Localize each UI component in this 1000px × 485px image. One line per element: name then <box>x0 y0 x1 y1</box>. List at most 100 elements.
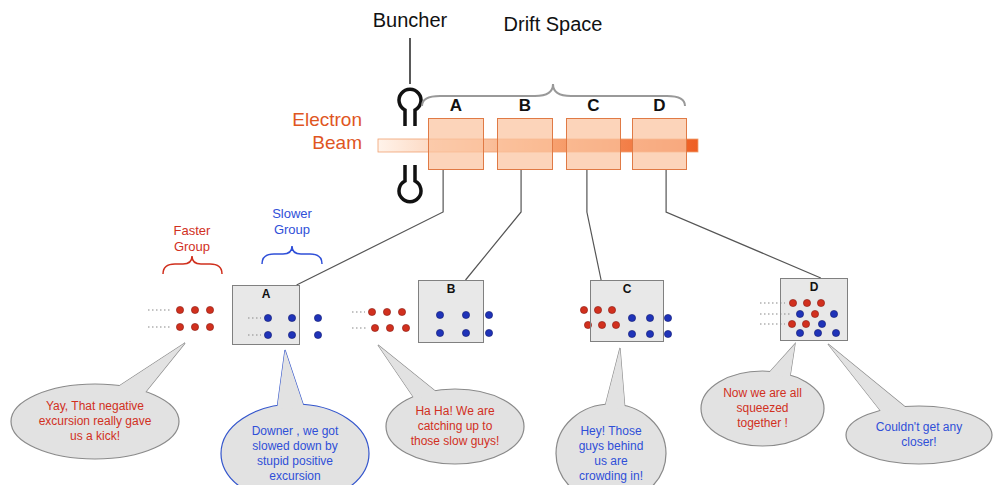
bubble-text: Downer , we got slowed down by stupid po… <box>243 424 348 484</box>
electron-dot <box>580 306 587 313</box>
box-fill <box>590 280 664 342</box>
electron-dot <box>206 306 213 313</box>
electron-dot <box>288 314 295 321</box>
electron-dots <box>148 299 840 338</box>
electron-dot <box>264 314 271 321</box>
electron-dot <box>796 329 803 336</box>
bubble-tail-fill <box>828 344 907 412</box>
bubble-ellipse <box>556 404 666 485</box>
bubble-ellipse <box>386 389 524 464</box>
bubble-ellipse <box>11 384 179 459</box>
cavity-letter: A <box>428 96 484 118</box>
electron-dot <box>818 320 825 327</box>
electron-dot <box>386 324 393 331</box>
trail-line <box>148 326 172 327</box>
electron-dot <box>628 330 635 337</box>
electron-dot <box>191 306 198 313</box>
bubble-text: Yay, That negative excursion really gave… <box>36 399 155 444</box>
bubble-text: Hey! Those guys behind us are crowding i… <box>572 424 650 484</box>
snapshot-letter: A <box>233 286 299 301</box>
trail-line <box>760 313 792 314</box>
electron-dot <box>264 331 271 338</box>
electron-dot <box>832 329 839 336</box>
electron-dot <box>830 310 837 317</box>
snapshot-box: D <box>780 278 848 341</box>
bubble-tail-fill <box>605 348 625 409</box>
electron-dot <box>817 299 824 306</box>
drift-cavity: A <box>428 96 484 170</box>
electron-dot <box>646 330 653 337</box>
cavity-letter: D <box>632 96 687 118</box>
electron-dot <box>398 308 405 315</box>
cavity-box <box>497 118 553 170</box>
electron-dot <box>485 311 492 318</box>
cavity-letter: C <box>566 96 621 118</box>
electron-dot <box>383 308 390 315</box>
speech-bubble: Yay, That negative excursion really gave… <box>10 383 180 460</box>
bubble-tail <box>768 344 795 378</box>
snapshot-letter: D <box>781 279 847 294</box>
electron-dot <box>206 323 213 330</box>
electron-dot <box>371 324 378 331</box>
speech-bubble: Downer , we got slowed down by stupid po… <box>220 403 370 485</box>
leader-connector <box>587 170 601 280</box>
bubble-tail-fill <box>378 345 438 399</box>
snapshot-box: C <box>590 280 664 342</box>
electron-dot <box>789 299 796 306</box>
cavity-box <box>632 118 687 170</box>
bubble-tail <box>605 348 625 409</box>
electron-dot <box>176 306 183 313</box>
beam-label: Electron Beam <box>270 108 362 154</box>
electron-dot <box>594 306 601 313</box>
electron-dot <box>462 329 469 336</box>
snapshot-letter: B <box>419 281 483 296</box>
leader-connector <box>466 170 522 280</box>
group-label: Slower Group <box>258 206 326 238</box>
leader-line <box>409 38 410 84</box>
electron-dot <box>485 329 492 336</box>
electron-dot <box>664 314 671 321</box>
trail-line <box>248 334 261 335</box>
electron-dot <box>176 323 183 330</box>
leader-connector <box>297 170 444 285</box>
electron-dot <box>803 299 810 306</box>
electron-dot <box>462 311 469 318</box>
bubble-tail-fill <box>768 344 795 378</box>
cavity-box <box>566 118 621 170</box>
trail-line <box>352 327 367 328</box>
snapshot-box: A <box>232 285 300 345</box>
electron-dot <box>608 306 615 313</box>
region-label: Drift Space <box>483 12 623 36</box>
electron-dot <box>612 321 619 328</box>
bubble-text: Now we are all squeezed together ! <box>719 386 807 431</box>
speech-bubble: Hey! Those guys behind us are crowding i… <box>555 403 667 485</box>
box-fills <box>232 278 848 345</box>
electron-dot <box>598 321 605 328</box>
electron-dot <box>436 311 443 318</box>
electron-dot <box>628 314 635 321</box>
bubble-ellipse <box>846 406 992 464</box>
drift-cavity: B <box>497 96 553 170</box>
trail-line <box>760 323 785 324</box>
electron-dot <box>646 314 653 321</box>
leader-connector <box>666 170 821 278</box>
snapshot-letter: C <box>591 281 663 296</box>
electron-dot <box>796 310 803 317</box>
electron-dot <box>811 310 818 317</box>
buncher-symbol <box>399 165 421 202</box>
drift-cavity: C <box>566 96 621 170</box>
electron-dot <box>314 314 321 321</box>
bubble-tail <box>828 344 907 412</box>
bubble-tail-fill <box>277 350 304 409</box>
group-brace <box>163 256 222 274</box>
group-brace <box>262 246 322 264</box>
snapshot-box: B <box>418 280 484 343</box>
bubble-text: Couldn't get any closer! <box>867 420 971 450</box>
electron-dot <box>402 324 409 331</box>
bubble-tail <box>116 343 185 394</box>
electron-dot <box>436 329 443 336</box>
box-fill <box>780 278 848 341</box>
cavity-box <box>428 118 484 170</box>
electron-dot <box>368 308 375 315</box>
